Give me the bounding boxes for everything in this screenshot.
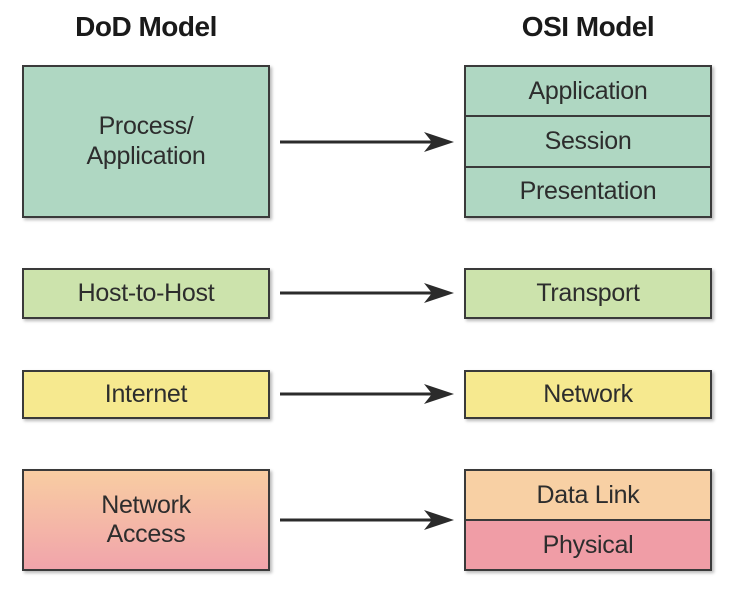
- right-arrow-access-to-lower-layers: [280, 510, 454, 530]
- osi-layer-transport: Transport: [464, 268, 712, 319]
- osi-layer-data-link-label: Data Link: [536, 480, 640, 509]
- osi-layer-network-label: Network: [543, 379, 633, 408]
- right-arrow-process-to-upper-layers: [280, 132, 454, 152]
- osi-layer-data-link: Data Link: [466, 471, 710, 519]
- osi-lower-layers-stack: Data Link Physical: [464, 469, 712, 571]
- osi-layer-transport-label: Transport: [536, 278, 640, 307]
- dod-layer-process-application-label: Process/ Application: [86, 112, 206, 170]
- dod-layer-network-access-label: Network Access: [101, 490, 191, 549]
- osi-layer-presentation-label: Presentation: [519, 177, 657, 206]
- dod-layer-internet-label: Internet: [104, 379, 188, 408]
- osi-layer-session: Session: [466, 115, 710, 166]
- dod-layer-host-to-host: Host-to-Host: [22, 268, 270, 319]
- osi-layer-application: Application: [466, 67, 710, 116]
- osi-model-heading: OSI Model: [521, 11, 655, 42]
- osi-upper-layers-stack: Application Session Presentation: [464, 65, 712, 218]
- dod-layer-host-to-host-label: Host-to-Host: [77, 278, 215, 307]
- dod-model-heading: DoD Model: [75, 11, 217, 42]
- osi-layer-physical-label: Physical: [542, 530, 634, 559]
- dod-layer-internet: Internet: [22, 370, 270, 419]
- dod-layer-process-application: Process/ Application: [22, 65, 270, 218]
- dod-layer-network-access: Network Access: [22, 469, 270, 571]
- osi-layer-application-label: Application: [528, 76, 648, 105]
- osi-layer-presentation: Presentation: [466, 165, 710, 216]
- right-arrow-internet-to-network: [280, 384, 454, 404]
- right-arrow-host-to-transport: [280, 283, 454, 303]
- osi-layer-physical: Physical: [466, 519, 710, 569]
- osi-layer-session-label: Session: [544, 126, 632, 155]
- osi-layer-network: Network: [464, 370, 712, 419]
